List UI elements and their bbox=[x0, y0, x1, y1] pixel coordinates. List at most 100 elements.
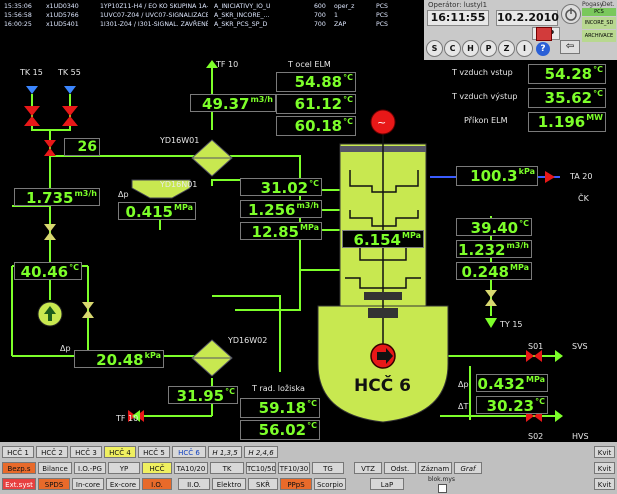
nav-kvit-2[interactable]: Kvit bbox=[594, 462, 615, 474]
nav-h246[interactable]: H 2,4,6 bbox=[244, 446, 278, 458]
nav-io[interactable]: I.O. bbox=[142, 478, 172, 490]
s02-label: S02 bbox=[528, 432, 544, 441]
value-press-1003: 100.3kPa bbox=[456, 166, 538, 186]
alarm-message: 1UVC07-Z04 / UVC07-SIGNALIZACE ZA... bbox=[100, 12, 208, 19]
value-press-0248: 0.248MPa bbox=[456, 262, 532, 281]
nav-skr[interactable]: SKŘ bbox=[248, 478, 278, 490]
nav-hcc4[interactable]: HCČ 4 bbox=[104, 446, 136, 458]
header-button-s[interactable]: S bbox=[426, 40, 443, 57]
nav-bilance[interactable]: Bilance bbox=[38, 462, 72, 474]
nav-kvit-1[interactable]: Kvit bbox=[594, 446, 615, 458]
nav-ex-core[interactable]: Ex-core bbox=[106, 478, 140, 490]
tf10-bottom-label: TF 10 bbox=[116, 414, 139, 423]
operator-label: Operátor: lustyl1 bbox=[428, 1, 488, 9]
nav-io-pg[interactable]: I.O.-PG bbox=[74, 462, 106, 474]
alarm-priority: 700 bbox=[314, 21, 326, 28]
nav-hcc5[interactable]: HCČ 5 bbox=[138, 446, 170, 458]
alarm-state: ZAP bbox=[334, 21, 347, 28]
nav-hcc6[interactable]: HCČ 6 bbox=[172, 446, 206, 458]
value-temp-6018: 60.18°C bbox=[276, 116, 356, 136]
navigation-bar: HCČ 1 HCČ 2 HCČ 3 HCČ 4 HCČ 5 HCČ 6 H 1,… bbox=[0, 442, 617, 494]
t-ocel-elm-label: T ocel ELM bbox=[288, 60, 331, 69]
nav-graf[interactable]: Graf bbox=[454, 462, 482, 474]
nav-tk[interactable]: TK bbox=[210, 462, 244, 474]
nav-in-core[interactable]: In-core bbox=[72, 478, 104, 490]
pogasy-label: Pogasy bbox=[582, 1, 604, 8]
nav-hcc1[interactable]: HCČ 1 bbox=[2, 446, 34, 458]
yd16w01-label: YD16W01 bbox=[160, 136, 200, 145]
blok-mys-checkbox[interactable] bbox=[438, 484, 447, 493]
header-button-h[interactable]: H bbox=[462, 40, 479, 57]
value-power-1196: 1.196MW bbox=[528, 112, 606, 132]
alarm-message: 1YP10Z11-H4 / EO KO SKUPINA 1A-O... bbox=[100, 3, 208, 10]
alarm-id: x1UD5766 bbox=[46, 12, 79, 19]
header-button-p[interactable]: P bbox=[480, 40, 497, 57]
piping-diagram: ~ bbox=[11, 60, 563, 423]
value-26: 26 bbox=[64, 138, 100, 156]
tk15-label: TK 15 bbox=[20, 68, 43, 77]
value-temp-6112: 61.12°C bbox=[276, 94, 356, 114]
value-flow-1735: 1.735m3/h bbox=[14, 188, 100, 207]
nav-ta1020[interactable]: TA10/20 bbox=[174, 462, 208, 474]
archivace-status[interactable]: ARCHIVACE bbox=[582, 30, 616, 42]
dp2-label: Δp bbox=[60, 344, 71, 353]
value-dp-2048: 20.48kPa bbox=[74, 350, 164, 369]
alarm-state: 1 bbox=[334, 12, 338, 19]
alarm-indicator-icon[interactable] bbox=[536, 27, 552, 41]
back-arrow-icon[interactable]: ⇦ bbox=[560, 40, 580, 54]
nav-hcc2[interactable]: HCČ 2 bbox=[36, 446, 68, 458]
value-dp-0415: 0.415MPa bbox=[118, 202, 196, 221]
header-button-i[interactable]: I bbox=[516, 40, 533, 57]
prikon-elm-label: Příkon ELM bbox=[464, 116, 508, 125]
incore-status[interactable]: INCORE_SD bbox=[582, 17, 616, 29]
yd16w02-label: YD16W02 bbox=[228, 336, 268, 345]
value-press-1285: 12.85MPa bbox=[240, 222, 322, 241]
nav-tg[interactable]: TG bbox=[312, 462, 344, 474]
alarm-table: 15:35:06 x1UD0340 1YP10Z11-H4 / EO KO SK… bbox=[0, 0, 426, 60]
nav-hcc[interactable]: HCČ bbox=[142, 462, 172, 474]
nav-hcc3[interactable]: HCČ 3 bbox=[70, 446, 102, 458]
value-flow-1256: 1.256m3/h bbox=[240, 200, 322, 219]
tk55-label: TK 55 bbox=[58, 68, 81, 77]
value-dt-3023: 30.23°C bbox=[476, 396, 548, 415]
nav-elektro[interactable]: Elektro bbox=[212, 478, 246, 490]
nav-scorpio[interactable]: Scorpio bbox=[314, 478, 346, 490]
alarm-signal: A_INICIATIVY_IO_U bbox=[214, 3, 271, 10]
alarm-priority: 600 bbox=[314, 3, 326, 10]
nav-odst[interactable]: Odst. bbox=[384, 462, 416, 474]
clock-time: 16:11:55 bbox=[427, 10, 489, 26]
value-temp-3562: 35.62°C bbox=[528, 88, 606, 108]
nav-lap[interactable]: LaP bbox=[370, 478, 404, 490]
nav-spds[interactable]: SPDS bbox=[38, 478, 70, 490]
help-icon[interactable]: ? bbox=[536, 42, 550, 56]
dp-label: Δp bbox=[118, 190, 129, 199]
motor-status-icon bbox=[370, 109, 396, 135]
nav-zaznam[interactable]: Záznam bbox=[418, 462, 452, 474]
nav-iio[interactable]: II.O. bbox=[178, 478, 210, 490]
nav-h135[interactable]: H 1,3,5 bbox=[208, 446, 242, 458]
value-temp-5428: 54.28°C bbox=[528, 64, 606, 84]
value-flow-4937: 49.37m3/h bbox=[190, 94, 276, 113]
nav-yp[interactable]: YP bbox=[108, 462, 140, 474]
header-button-c[interactable]: C bbox=[444, 40, 461, 57]
nav-tf1030[interactable]: TF10/30 bbox=[278, 462, 310, 474]
yd16n01-label: YD16N01 bbox=[160, 180, 198, 189]
nav-ppps[interactable]: PPpS bbox=[280, 478, 312, 490]
blok-mys-label: blok.mys bbox=[428, 476, 456, 483]
alarm-system: PCS bbox=[376, 12, 388, 19]
svs-label: SVS bbox=[572, 342, 588, 351]
nav-kvit-3[interactable]: Kvit bbox=[594, 478, 615, 490]
power-icon[interactable] bbox=[561, 4, 581, 24]
pcs-status[interactable]: PCS bbox=[582, 8, 616, 16]
header-button-z[interactable]: Z bbox=[498, 40, 515, 57]
value-flow-1232: 1.232m3/h bbox=[456, 240, 532, 259]
nav-ext-syst[interactable]: Ext.syst bbox=[2, 478, 36, 490]
alarm-message: 1I301-Z04 / I301-SIGNAL. ZAVŘENÉ DV... bbox=[100, 21, 208, 28]
nav-vtz[interactable]: VTZ bbox=[354, 462, 382, 474]
nav-bezp[interactable]: Bezp.s bbox=[2, 462, 36, 474]
hvs-label: HVS bbox=[572, 432, 589, 441]
tf10-top-label: TF 10 bbox=[216, 60, 239, 69]
clock-date: 10.2.2010 bbox=[496, 10, 559, 26]
nav-tc1050[interactable]: TC10/50 bbox=[246, 462, 276, 474]
header-panel: Operátor: lustyl1 16:11:55 10.2.2010 LaP… bbox=[424, 0, 617, 66]
